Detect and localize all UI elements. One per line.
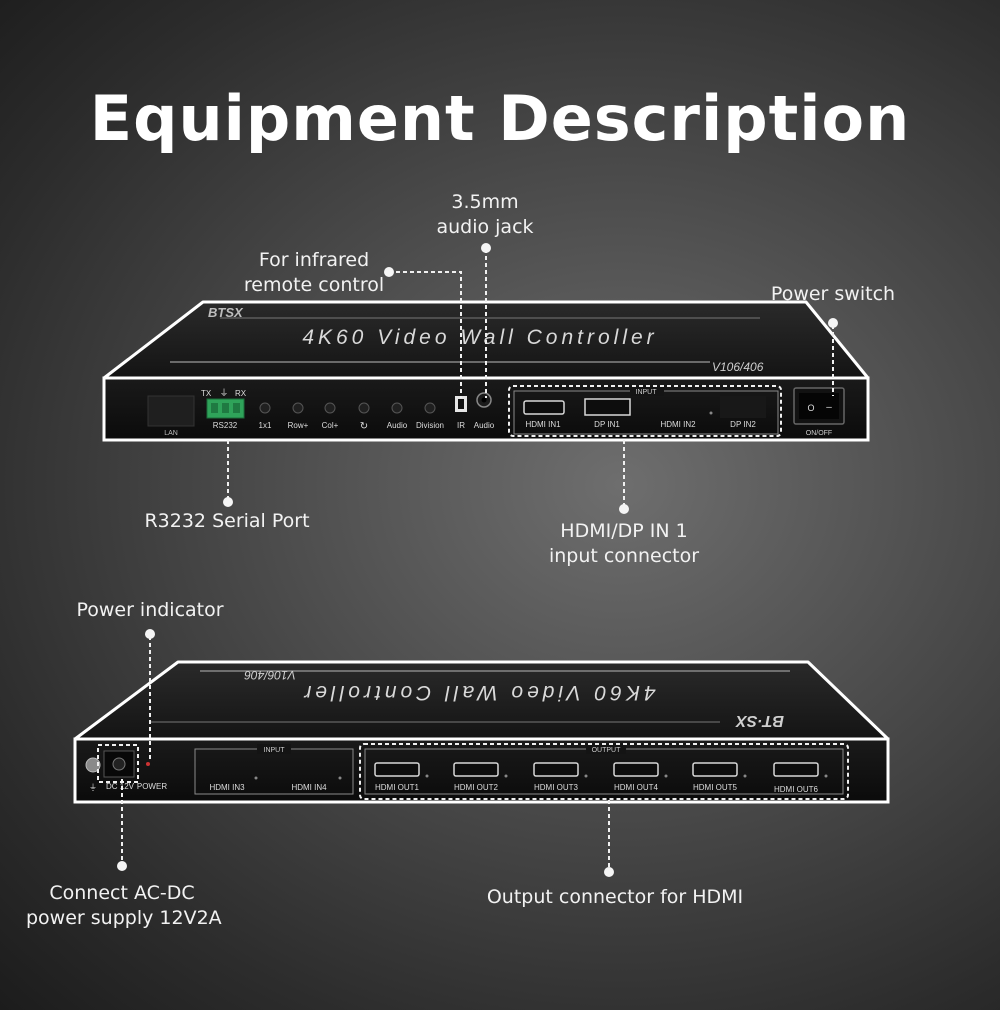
- top-product-name: 4K60 Video Wall Controller: [302, 326, 657, 349]
- svg-text:HDMI OUT6: HDMI OUT6: [774, 785, 819, 794]
- svg-text:POWER: POWER: [137, 782, 167, 791]
- svg-text:Col+: Col+: [322, 421, 339, 430]
- svg-text:Audio: Audio: [474, 421, 495, 430]
- top-brand-logo: BTSX: [208, 305, 244, 320]
- output-caption: Output connector for HDMI: [486, 886, 744, 908]
- audio-button: [391, 402, 403, 414]
- rotate-button: [358, 402, 370, 414]
- rotate-icon: ↻: [360, 421, 368, 432]
- svg-text:HDMI OUT1: HDMI OUT1: [375, 783, 420, 792]
- bottom-callout-dots: [117, 629, 614, 877]
- svg-text:HDMI IN2: HDMI IN2: [660, 420, 696, 429]
- svg-text:HDMI OUT2: HDMI OUT2: [454, 783, 499, 792]
- row-button: [292, 402, 304, 414]
- ground-screw: [85, 757, 101, 773]
- 1x1-button: [259, 402, 271, 414]
- svg-text:HDMI OUT5: HDMI OUT5: [693, 783, 738, 792]
- svg-text:HDMI IN4: HDMI IN4: [291, 783, 327, 792]
- svg-text:HDMI OUT3: HDMI OUT3: [534, 783, 579, 792]
- lan-port: [147, 395, 195, 427]
- hdmi-out6-port: [773, 762, 819, 777]
- svg-text:INPUT: INPUT: [264, 747, 286, 754]
- tx-label: TX: [201, 389, 212, 398]
- page-title: Equipment Description: [89, 82, 911, 155]
- hdmi-out3-port: [533, 762, 579, 777]
- top-model-number: V106/406: [712, 360, 764, 374]
- svg-text:DP IN1: DP IN1: [594, 420, 620, 429]
- bottom-unit: V106/406 4K60 Video Wall Controller BT·S…: [73, 660, 890, 804]
- hdmi-out2-port: [453, 762, 499, 777]
- bottom-brand-logo: BT·SX: [735, 712, 784, 729]
- svg-text:1x1: 1x1: [259, 421, 272, 430]
- svg-text:HDMI IN3: HDMI IN3: [209, 783, 245, 792]
- hdmi-out5-port: [692, 762, 738, 777]
- power-indicator-caption: Power indicator: [76, 599, 224, 621]
- svg-text:INPUT: INPUT: [636, 389, 658, 396]
- rx-label: RX: [235, 389, 247, 398]
- hdmi-out1-port: [374, 762, 420, 777]
- svg-text:HDMI OUT4: HDMI OUT4: [614, 783, 659, 792]
- svg-text:Row+: Row+: [288, 421, 309, 430]
- col-button: [324, 402, 336, 414]
- svg-text:⏚: ⏚: [219, 388, 228, 398]
- dp-in1-port: [584, 398, 631, 416]
- svg-text:IR: IR: [457, 421, 465, 430]
- division-button: [424, 402, 436, 414]
- power-switch-caption: Power switch: [770, 283, 896, 305]
- power-indicator-led: [146, 762, 150, 766]
- bottom-model-number: V106/406: [244, 668, 296, 682]
- svg-text:–: –: [826, 402, 832, 413]
- svg-text:⏚: ⏚: [89, 783, 97, 792]
- svg-text:Division: Division: [416, 421, 444, 430]
- svg-text:Audio: Audio: [387, 421, 408, 430]
- svg-text:DC 12V: DC 12V: [106, 782, 135, 791]
- svg-text:HDMI IN1: HDMI IN1: [525, 420, 561, 429]
- top-callout-lines: [227, 249, 834, 507]
- hdmi-out4-port: [613, 762, 659, 777]
- svg-text:ON/OFF: ON/OFF: [806, 430, 832, 437]
- svg-text:OUTPUT: OUTPUT: [592, 747, 622, 754]
- bottom-callout-lines: [97, 636, 849, 870]
- bottom-product-name: 4K60 Video Wall Controller: [300, 681, 655, 704]
- svg-text:O: O: [807, 403, 814, 413]
- lan-label: LAN: [164, 430, 178, 437]
- hdmi-in1-port: [523, 400, 565, 415]
- serial-port-caption: R3232 Serial Port: [144, 510, 310, 532]
- svg-text:DP IN2: DP IN2: [730, 420, 756, 429]
- top-callout-dots: [223, 243, 838, 514]
- rs232-label: RS232: [213, 421, 238, 430]
